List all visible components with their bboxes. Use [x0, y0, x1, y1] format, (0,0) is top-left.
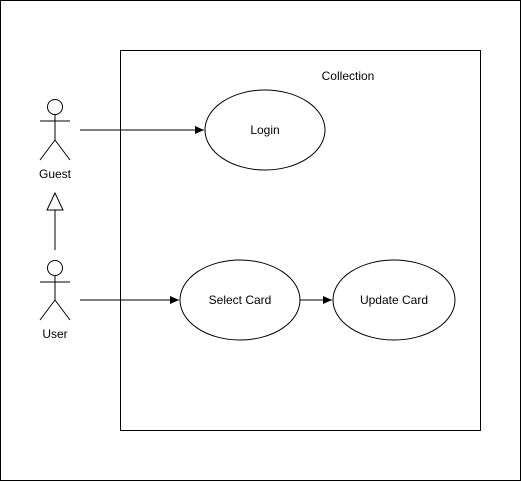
use-case-login[interactable]: Login — [204, 89, 326, 171]
use-case-login-label: Login — [250, 123, 279, 137]
use-case-select-card[interactable]: Select Card — [179, 259, 301, 341]
generalization-user-guest[interactable] — [46, 191, 64, 250]
actor-guest-right-leg — [54, 139, 71, 161]
generalization-triangle-icon — [46, 191, 64, 211]
actor-guest-left-leg — [39, 139, 56, 161]
use-case-update-card[interactable]: Update Card — [332, 259, 456, 341]
actor-guest-label: Guest — [39, 167, 72, 181]
use-case-update-card-label: Update Card — [360, 293, 428, 307]
actor-guest[interactable]: Guest — [39, 99, 72, 182]
actor-user-head — [47, 260, 63, 276]
actor-user-left-leg — [39, 299, 56, 321]
actor-guest-head — [47, 99, 63, 115]
actor-user-right-leg — [54, 299, 71, 321]
system-boundary-label: Collection — [322, 69, 375, 83]
use-case-login-ellipse — [204, 89, 326, 171]
actor-user[interactable]: User — [39, 260, 71, 342]
actor-user-label: User — [42, 327, 67, 341]
use-case-select-card-label: Select Card — [209, 293, 272, 307]
use-case-update-card-ellipse — [332, 259, 456, 341]
